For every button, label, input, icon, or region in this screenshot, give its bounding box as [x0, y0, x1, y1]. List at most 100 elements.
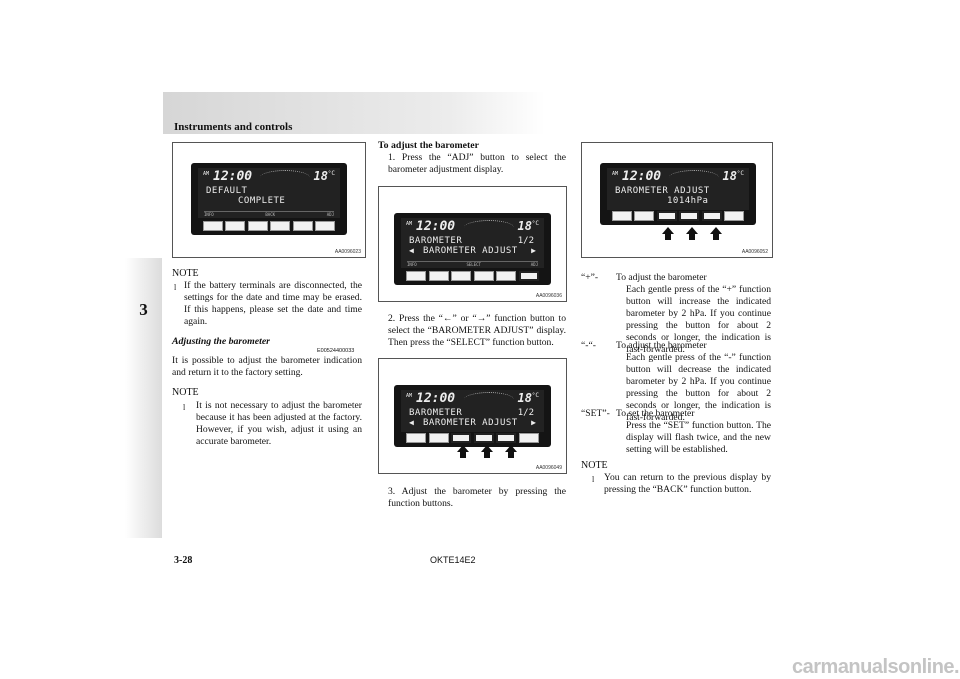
figure-code: AA0096036	[535, 293, 562, 299]
display-unit: AM 12:00 18 °C BAROMETER ADJUST 1014hPa	[600, 163, 756, 225]
section-code: E00524400033	[317, 348, 355, 354]
display-unit: AM 12:00 18 °C DEFAULT COMPLETE INFO BAC…	[191, 163, 347, 235]
item-text: Each gentle press of the “+” function bu…	[626, 284, 771, 355]
bullet-icon: l	[592, 475, 595, 484]
clock-readout: 12:00	[416, 391, 456, 406]
note-text: It is not necessary to adjust the barome…	[196, 400, 362, 447]
compass-dial-icon	[463, 392, 514, 407]
function-button[interactable]	[406, 433, 426, 443]
temperature-readout: 18	[517, 391, 532, 405]
left-arrow-icon: ◀	[409, 246, 414, 255]
item-key-minus: “-“-	[581, 340, 596, 351]
up-arrow-icon	[505, 445, 517, 458]
note-heading: NOTE	[581, 460, 608, 471]
function-label-row: INFO SELECT ADJ	[407, 261, 538, 267]
page-indicator: 1/2	[517, 408, 534, 418]
lcd-line-1: DEFAULT	[206, 186, 248, 196]
lcd-line-2: BAROMETER ADJUST	[423, 418, 518, 428]
plus-button[interactable]	[679, 211, 700, 221]
left-arrow-icon: ◀	[409, 418, 414, 427]
note-text: You can return to the previous display b…	[604, 472, 771, 495]
function-button[interactable]	[451, 271, 472, 281]
header-band	[163, 92, 545, 134]
chapter-tab: 3	[125, 258, 162, 538]
note-heading: NOTE	[172, 268, 199, 279]
function-button[interactable]	[315, 221, 335, 231]
display-unit: AM 12:00 18 °C BAROMETER 1/2 ◀ BAROMETER…	[394, 385, 551, 447]
procedure-heading: To adjust the barometer	[378, 140, 479, 151]
function-button[interactable]	[634, 211, 655, 221]
step-2: 2. Press the “←” or “→” function button …	[388, 313, 566, 348]
function-button[interactable]	[247, 221, 268, 231]
step-1: 1. Press the “ADJ” button to select the …	[388, 152, 566, 175]
figure-barometer-select: AM 12:00 18 °C BAROMETER 1/2 ◀ BAROMETER…	[378, 186, 567, 302]
fn-label-adj: ADJ	[326, 212, 334, 217]
select-button[interactable]	[496, 433, 517, 443]
lcd-screen: AM 12:00 18 °C BAROMETER 1/2 ◀ BAROMETER…	[401, 390, 544, 432]
note-heading: NOTE	[172, 387, 199, 398]
temperature-unit: °C	[531, 220, 539, 227]
temperature-readout: 18	[313, 169, 328, 183]
function-button[interactable]	[612, 211, 632, 221]
item-title: To set the barometer	[616, 408, 695, 419]
fn-label-adj: ADJ	[530, 262, 538, 267]
watermark: carmanualsonline.info	[792, 656, 960, 678]
function-button[interactable]	[519, 433, 539, 443]
page-number: 3-28	[174, 555, 193, 566]
function-button-row	[406, 271, 539, 282]
figure-code: AA0096023	[334, 249, 361, 255]
compass-dial-icon	[260, 170, 311, 185]
function-button[interactable]	[270, 221, 291, 231]
temperature-readout: 18	[517, 219, 532, 233]
up-arrow-icon	[457, 445, 469, 458]
fn-label-info: INFO	[204, 212, 214, 217]
document-code: OKTE14E2	[430, 555, 476, 565]
function-button[interactable]	[428, 433, 449, 443]
fn-label-select: SELECT	[466, 262, 481, 267]
am-indicator: AM	[406, 221, 413, 227]
lcd-screen: AM 12:00 18 °C BAROMETER ADJUST 1014hPa	[607, 168, 749, 210]
lcd-screen: AM 12:00 18 °C BAROMETER 1/2 ◀ BAROMETER…	[401, 218, 544, 268]
set-button[interactable]	[701, 211, 722, 221]
function-button[interactable]	[428, 271, 449, 281]
lcd-line-2: COMPLETE	[238, 196, 286, 206]
page-indicator: 1/2	[517, 236, 534, 246]
clock-readout: 12:00	[213, 169, 253, 184]
function-button[interactable]	[406, 271, 426, 281]
left-function-button[interactable]	[451, 433, 472, 443]
function-button[interactable]	[225, 221, 246, 231]
figure-barometer-value: AM 12:00 18 °C BAROMETER ADJUST 1014hPa …	[581, 142, 773, 258]
function-button[interactable]	[473, 271, 494, 281]
lcd-line-1: BAROMETER	[409, 236, 463, 246]
figure-barometer-adjust-select: AM 12:00 18 °C BAROMETER 1/2 ◀ BAROMETER…	[378, 358, 567, 474]
temperature-unit: °C	[327, 170, 335, 177]
right-function-button[interactable]	[473, 433, 494, 443]
function-button[interactable]	[292, 221, 313, 231]
function-button-row	[406, 433, 539, 444]
clock-readout: 12:00	[622, 169, 662, 184]
section-text: It is possible to adjust the barometer i…	[172, 355, 362, 378]
bullet-icon: l	[183, 403, 186, 412]
section-heading: Adjusting the barometer	[172, 336, 270, 347]
barometer-value: 1014hPa	[667, 196, 709, 206]
function-button-row	[612, 211, 744, 222]
am-indicator: AM	[612, 171, 619, 177]
item-title: To adjust the barometer	[616, 340, 707, 351]
adj-button[interactable]	[519, 271, 539, 281]
function-button[interactable]	[496, 271, 517, 281]
function-button[interactable]	[724, 211, 744, 221]
am-indicator: AM	[203, 171, 210, 177]
fn-label-info: INFO	[407, 262, 417, 267]
display-unit: AM 12:00 18 °C BAROMETER 1/2 ◀ BAROMETER…	[394, 213, 551, 285]
minus-button[interactable]	[656, 211, 677, 221]
compass-dial-icon	[669, 170, 720, 185]
function-button[interactable]	[203, 221, 223, 231]
item-text: Each gentle press of the “-” function bu…	[626, 352, 771, 423]
clock-readout: 12:00	[416, 219, 456, 234]
pointer-arrows	[662, 227, 722, 240]
bullet-icon: l	[174, 283, 177, 292]
am-indicator: AM	[406, 393, 413, 399]
fn-label-back: BACK	[265, 212, 276, 217]
compass-dial-icon	[463, 220, 514, 235]
step-3: 3. Adjust the barometer by pressing the …	[388, 486, 566, 509]
